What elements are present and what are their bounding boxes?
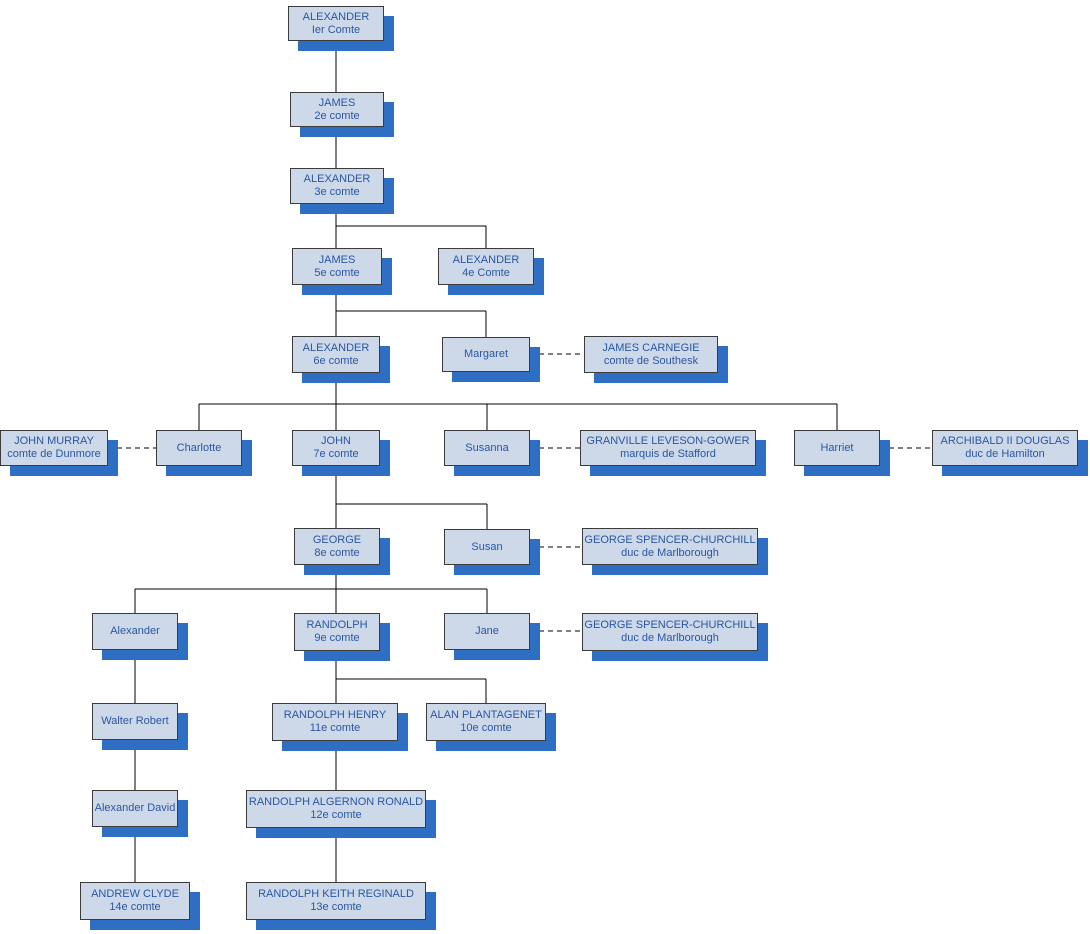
person-name: JOHN MURRAY — [14, 435, 94, 447]
person-name: Susan — [471, 540, 503, 553]
tree-node-harriet[interactable]: Harriet — [794, 430, 880, 466]
person-title: 6e comte — [313, 354, 359, 367]
person-name: JAMES — [318, 96, 356, 109]
tree-node-alexander-david[interactable]: Alexander David — [92, 790, 178, 827]
tree-node-andrew-clyde-14e[interactable]: ANDREW CLYDE 14e comte — [80, 882, 190, 920]
person-name: Margaret — [463, 348, 509, 360]
tree-node-george-spencer-churchill-1[interactable]: GEORGE SPENCER-CHURCHILL duc de Marlboro… — [582, 528, 758, 565]
person-title: 5e comte — [314, 266, 360, 279]
person-title: marquis de Stafford — [620, 448, 716, 460]
person-name: GEORGE — [312, 533, 362, 546]
person-name: ALEXANDER — [452, 253, 520, 266]
person-title: comte de Dunmore — [7, 448, 101, 460]
tree-node-randolph-9e[interactable]: RANDOLPH 9e comte — [294, 613, 380, 651]
person-name: ARCHIBALD II DOUGLAS — [940, 435, 1070, 447]
tree-node-james-2e[interactable]: JAMES 2e comte — [290, 92, 384, 127]
person-title: 11e comte — [309, 722, 361, 734]
person-name: Jane — [475, 625, 499, 637]
marriage-lines — [108, 353, 932, 632]
tree-node-margaret[interactable]: Margaret — [442, 337, 530, 372]
person-name: JAMES — [318, 253, 356, 266]
tree-node-randolph-algernon-ronald-12e[interactable]: RANDOLPH ALGERNON RONALD 12e comte — [246, 790, 426, 828]
person-name: Harriet — [820, 441, 854, 454]
person-name: ANDREW CLYDE — [91, 888, 179, 900]
tree-node-alan-plantagenet-10e[interactable]: ALAN PLANTAGENET 10e comte — [426, 703, 546, 741]
person-name: RANDOLPH HENRY — [283, 709, 387, 721]
tree-node-alexander-4e[interactable]: ALEXANDER 4e Comte — [438, 248, 534, 285]
person-title: duc de Marlborough — [621, 546, 719, 559]
person-title: 10e comte — [460, 722, 512, 734]
person-title: duc de Hamilton — [965, 448, 1045, 460]
tree-node-granville-leveson-gower[interactable]: GRANVILLE LEVESON-GOWER marquis de Staff… — [580, 430, 756, 466]
person-title: 12e comte — [310, 809, 362, 821]
person-name: GRANVILLE LEVESON-GOWER — [586, 435, 750, 447]
tree-node-randolph-keith-reginald-13e[interactable]: RANDOLPH KEITH REGINALD 13e comte — [246, 882, 426, 920]
person-name: Susanna — [465, 441, 509, 454]
person-name: RANDOLPH — [306, 619, 368, 631]
tree-node-susanna[interactable]: Susanna — [444, 430, 530, 466]
person-name: RANDOLPH KEITH REGINALD — [258, 888, 414, 900]
tree-node-jane[interactable]: Jane — [444, 613, 530, 650]
person-name: ALAN PLANTAGENET — [430, 709, 542, 721]
person-name: RANDOLPH ALGERNON RONALD — [248, 796, 424, 808]
tree-node-james-5e[interactable]: JAMES 5e comte — [292, 248, 382, 285]
person-title: 8e comte — [314, 546, 360, 559]
person-name: Alexander — [110, 625, 160, 637]
person-title: comte de Southesk — [603, 354, 699, 367]
person-name: Walter Robert — [101, 715, 169, 727]
tree-node-alexander[interactable]: Alexander — [92, 613, 178, 650]
person-name: ALEXANDER — [302, 10, 370, 23]
person-title: 2e comte — [314, 109, 360, 122]
person-title: 7e comte — [313, 448, 359, 460]
person-name: ALEXANDER — [303, 173, 371, 185]
tree-node-susan[interactable]: Susan — [444, 529, 530, 565]
person-name: GEORGE SPENCER-CHURCHILL — [584, 533, 756, 546]
person-name: JOHN — [321, 435, 351, 447]
person-name: Alexander David — [94, 802, 176, 814]
person-title: 14e comte — [109, 901, 161, 913]
tree-node-walter-robert[interactable]: Walter Robert — [92, 703, 178, 740]
person-name: JAMES CARNEGIE — [602, 341, 700, 354]
tree-node-john-7e[interactable]: JOHN 7e comte — [292, 430, 380, 466]
tree-node-alexander-3e[interactable]: ALEXANDER 3e comte — [290, 168, 384, 204]
person-title: duc de Marlborough — [621, 632, 719, 644]
tree-node-alexander-6e[interactable]: ALEXANDER 6e comte — [292, 336, 380, 373]
person-title: 13e comte — [310, 901, 362, 913]
person-name: Charlotte — [176, 441, 222, 454]
person-title: 9e comte — [314, 632, 360, 644]
tree-node-george-spencer-churchill-2[interactable]: GEORGE SPENCER-CHURCHILL duc de Marlboro… — [582, 613, 758, 651]
tree-node-archibald-ii-douglas[interactable]: ARCHIBALD II DOUGLAS duc de Hamilton — [932, 430, 1078, 466]
tree-node-alexander-1er[interactable]: ALEXANDER Ier Comte — [288, 6, 384, 41]
tree-node-john-murray[interactable]: JOHN MURRAY comte de Dunmore — [0, 430, 108, 466]
person-name: ALEXANDER — [302, 341, 370, 354]
person-name: GEORGE SPENCER-CHURCHILL — [584, 619, 756, 631]
tree-node-charlotte[interactable]: Charlotte — [156, 430, 242, 466]
tree-node-george-8e[interactable]: GEORGE 8e comte — [294, 528, 380, 565]
tree-node-james-carnegie[interactable]: JAMES CARNEGIE comte de Southesk — [584, 336, 718, 373]
person-title: 4e Comte — [462, 266, 510, 279]
person-title: 3e comte — [314, 186, 360, 198]
tree-node-randolph-henry-11e[interactable]: RANDOLPH HENRY 11e comte — [272, 703, 398, 741]
person-title: Ier Comte — [311, 23, 361, 36]
